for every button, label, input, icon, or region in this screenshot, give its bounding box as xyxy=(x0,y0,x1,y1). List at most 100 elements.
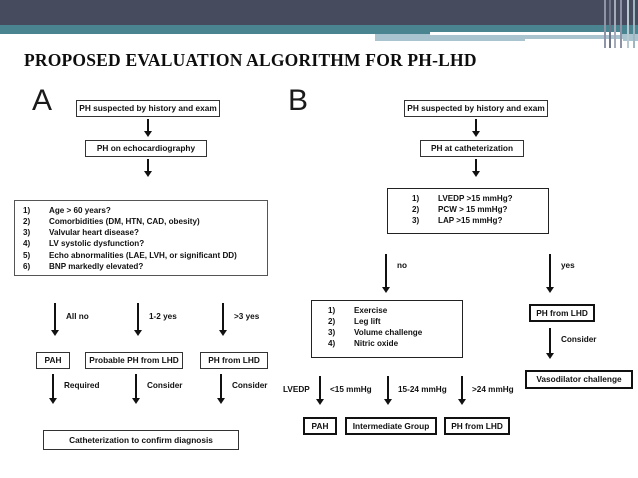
header-white-stripe-upper xyxy=(430,32,620,35)
panel-b-label-no: no xyxy=(397,261,408,270)
page-title: PROPOSED EVALUATION ALGORITHM FOR PH-LHD xyxy=(24,50,477,70)
panel-b-node-ph-from-lhd: PH from LHD xyxy=(529,304,595,322)
panel-a-arrow-branch-mid xyxy=(133,303,143,337)
list-item: 3) Valvular heart disease? xyxy=(23,227,261,238)
panel-a-arrow-branch-right xyxy=(218,303,228,337)
panel-b-arrow-lvedp-high xyxy=(457,376,467,406)
panel-a-node-echo: PH on echocardiography xyxy=(85,140,207,157)
list-item-number: 3) xyxy=(23,228,31,238)
header-white-stripe-lower xyxy=(375,43,635,48)
panel-a-outcome-probable-ph-lhd: Probable PH from LHD xyxy=(85,352,183,369)
header-vstripe-3 xyxy=(614,0,616,48)
panel-a-label-1-2-yes: 1-2 yes xyxy=(149,312,177,321)
list-item-number: 3) xyxy=(328,328,336,338)
panel-b-label-lvedp-high: >24 mmHg xyxy=(472,385,514,394)
panel-b-arrow-lvedp-low xyxy=(315,376,325,406)
panel-b-arrow-no xyxy=(381,254,391,294)
panel-a-letter: A xyxy=(32,84,53,117)
panel-b-criteria-box: 1) LVEDP >15 mmHg? 2) PCW > 15 mmHg? 3) … xyxy=(387,188,549,234)
list-item-text: LVEDP >15 mmHg? xyxy=(438,194,513,203)
list-item-number: 2) xyxy=(23,217,31,227)
list-item-number: 3) xyxy=(412,216,420,226)
list-item-number: 2) xyxy=(328,317,336,327)
header-white-gap-left-lower xyxy=(0,41,375,48)
panel-b-outcome-pah: PAH xyxy=(303,417,337,435)
list-item-text: Valvular heart disease? xyxy=(49,228,139,238)
panel-b-provocative-box: 1) Exercise 2) Leg lift 3) Volume challe… xyxy=(311,300,463,358)
list-item: 1) Age > 60 years? xyxy=(23,205,261,216)
panel-b-arrow-lvedp-mid xyxy=(383,376,393,406)
list-item: 4) Nitric oxide xyxy=(328,338,456,349)
list-item-text: Age > 60 years? xyxy=(49,206,111,215)
list-item-number: 5) xyxy=(23,250,31,260)
list-item-number: 2) xyxy=(412,205,420,215)
panel-b-outcome-intermediate-group: Intermediate Group xyxy=(345,417,437,435)
panel-b-label-lvedp-prefix: LVEDP xyxy=(283,385,310,394)
panel-a-arrow-final-left xyxy=(48,374,58,405)
panel-b-arrow-cath-to-criteria xyxy=(471,159,481,178)
list-item-text: Comorbidities (DM, HTN, CAD, obesity) xyxy=(49,217,200,227)
panel-a-outcome-ph-from-lhd: PH from LHD xyxy=(200,352,268,369)
panel-a-label-consider-right: Consider xyxy=(232,381,268,390)
list-item: 3) LAP >15 mmHg? xyxy=(412,215,542,226)
list-item: 5) Echo abnormalities (LAE, LVH, or sign… xyxy=(23,250,261,261)
header-vstripe-4 xyxy=(620,0,622,48)
panel-b-label-consider: Consider xyxy=(561,335,597,344)
panel-a-arrow-start-to-echo xyxy=(143,119,153,138)
list-item: 2) Comorbidities (DM, HTN, CAD, obesity) xyxy=(23,216,261,227)
list-item: 4) LV systolic dysfunction? xyxy=(23,238,261,249)
panel-a-outcome-pah: PAH xyxy=(36,352,70,369)
panel-b-outcome-ph-from-lhd: PH from LHD xyxy=(444,417,510,435)
panel-a-final-catheterization: Catheterization to confirm diagnosis xyxy=(43,430,239,450)
list-item-text: Volume challenge xyxy=(354,328,423,338)
panel-a-node-start: PH suspected by history and exam xyxy=(76,100,220,117)
panel-b-node-vasodilator-challenge: Vasodilator challenge xyxy=(525,370,633,389)
list-item: 1) LVEDP >15 mmHg? xyxy=(412,193,542,204)
panel-a-arrow-branch-left xyxy=(50,303,60,337)
list-item-text: BNP markedly elevated? xyxy=(49,261,144,271)
list-item-number: 1) xyxy=(412,194,420,203)
panel-b-node-start: PH suspected by history and exam xyxy=(404,100,548,117)
panel-b-arrow-yes xyxy=(545,254,555,294)
panel-b-arrow-start-to-cath xyxy=(471,119,481,138)
header-navy-band xyxy=(0,0,638,25)
header-teal-band xyxy=(0,25,638,34)
list-item-text: Leg lift xyxy=(354,317,381,327)
panel-a-label-required: Required xyxy=(64,381,100,390)
panel-a-criteria-box: 1) Age > 60 years? 2) Comorbidities (DM,… xyxy=(14,200,268,276)
list-item-text: LV systolic dysfunction? xyxy=(49,239,145,249)
list-item-number: 1) xyxy=(328,306,336,315)
header-vstripe-1 xyxy=(604,0,606,48)
list-item-number: 1) xyxy=(23,206,31,215)
panel-a-arrow-echo-to-criteria xyxy=(143,159,153,178)
header-white-stripe-short xyxy=(525,39,623,43)
panel-b-label-yes: yes xyxy=(561,261,575,270)
panel-b-label-lvedp-mid: 15-24 mmHg xyxy=(398,385,447,394)
list-item: 1) Exercise xyxy=(328,305,456,316)
list-item-text: Nitric oxide xyxy=(354,339,399,349)
list-item-text: Echo abnormalities (LAE, LVH, or signifi… xyxy=(49,250,237,260)
list-item: 3) Volume challenge xyxy=(328,327,456,338)
panel-a-arrow-final-mid xyxy=(131,374,141,405)
list-item: 2) Leg lift xyxy=(328,316,456,327)
list-item-number: 4) xyxy=(23,239,31,249)
header-vstripe-5 xyxy=(627,0,629,48)
panel-a-label-3-or-more-yes: >3 yes xyxy=(234,312,260,321)
header-vstripe-2 xyxy=(609,0,611,48)
panel-b-label-lvedp-low: <15 mmHg xyxy=(330,385,372,394)
list-item-text: LAP >15 mmHg? xyxy=(438,216,503,226)
panel-b-node-catheterization: PH at catheterization xyxy=(420,140,524,157)
panel-b-letter: B xyxy=(288,84,309,117)
list-item-number: 4) xyxy=(328,339,336,349)
list-item: 6) BNP markedly elevated? xyxy=(23,261,261,272)
panel-a-label-consider-mid: Consider xyxy=(147,381,183,390)
list-item: 2) PCW > 15 mmHg? xyxy=(412,204,542,215)
panel-a-arrow-final-right xyxy=(216,374,226,405)
header-vstripe-6 xyxy=(633,0,635,48)
list-item-text: PCW > 15 mmHg? xyxy=(438,205,508,215)
panel-a-label-all-no: All no xyxy=(66,312,89,321)
slide-header-decoration xyxy=(0,0,638,48)
panel-b-arrow-consider xyxy=(545,328,555,360)
list-item-text: Exercise xyxy=(354,306,388,315)
list-item-number: 6) xyxy=(23,261,31,271)
